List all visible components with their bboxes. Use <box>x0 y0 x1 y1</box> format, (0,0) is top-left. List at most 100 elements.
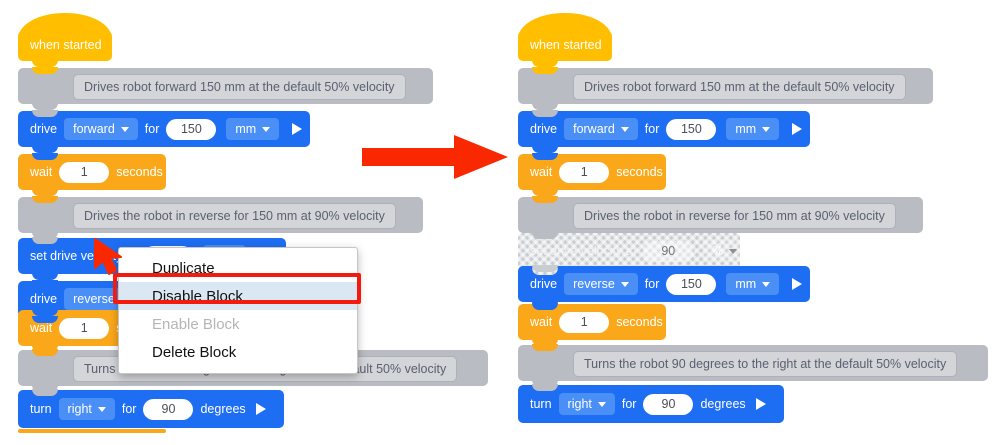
right-arrow-icon <box>362 135 508 179</box>
menu-label: Enable Block <box>152 315 240 333</box>
context-menu-item-duplicate[interactable]: Duplicate <box>119 254 357 282</box>
comment-block[interactable]: Drives robot forward 150 mm at the defau… <box>518 67 933 110</box>
hat-top-shape <box>518 13 612 39</box>
turn-verb-label: turn <box>530 397 552 411</box>
comment-text: Drives the robot in reverse for 150 mm a… <box>573 203 896 229</box>
direction-value: forward <box>573 122 615 136</box>
unit-value: mm <box>735 122 757 136</box>
context-menu-item-enable-block: Enable Block <box>119 310 357 338</box>
context-menu-item-delete-block[interactable]: Delete Block <box>119 338 357 366</box>
wait-verb-label: wait <box>530 315 553 329</box>
velocity-unit-value: % <box>712 244 724 258</box>
velocity-unit-dropdown[interactable]: % <box>703 240 747 262</box>
when-started-hat-block[interactable]: when started <box>18 13 112 67</box>
play-icon[interactable] <box>792 278 803 290</box>
drive-verb-label: drive <box>30 122 58 136</box>
unit-value: mm <box>735 277 757 291</box>
direction-value: reverse <box>573 277 615 291</box>
wait-block[interactable]: wait 1 seconds <box>518 153 666 196</box>
clipped-block-sliver <box>18 429 166 433</box>
comment-text: Turns the robot 90 degrees to the right … <box>573 351 958 377</box>
menu-label: Disable Block <box>152 287 243 305</box>
direction-dropdown[interactable]: right <box>58 398 115 420</box>
turn-verb-label: turn <box>30 402 52 416</box>
chevron-down-icon <box>620 281 629 287</box>
wait-block[interactable]: wait 1 seconds <box>518 303 666 346</box>
wait-verb-label: wait <box>30 321 53 335</box>
chevron-down-icon <box>262 126 271 132</box>
velocity-input[interactable]: 90 <box>643 240 694 262</box>
for-label: for <box>644 122 660 136</box>
for-label: for <box>121 402 137 416</box>
unit-dropdown[interactable]: mm <box>726 118 780 140</box>
wait-seconds-input[interactable]: 1 <box>559 311 610 333</box>
for-label: for <box>644 277 660 291</box>
direction-dropdown[interactable]: right <box>558 393 615 415</box>
chevron-down-icon <box>620 126 629 132</box>
when-started-label: when started <box>30 38 102 52</box>
set-velocity-label: set drive velocity to <box>530 244 637 258</box>
comment-block[interactable]: Drives robot forward 150 mm at the defau… <box>18 67 433 110</box>
comment-block[interactable]: Drives the robot in reverse for 150 mm a… <box>518 196 923 239</box>
for-label: for <box>144 122 160 136</box>
unit-dropdown[interactable]: mm <box>226 118 280 140</box>
wait-unit-label: seconds <box>616 165 663 179</box>
wait-unit-label: seconds <box>116 165 163 179</box>
comment-text: Drives robot forward 150 mm at the defau… <box>573 74 906 100</box>
direction-value: right <box>567 397 592 411</box>
wait-verb-label: wait <box>30 165 53 179</box>
for-label: for <box>621 397 637 411</box>
comment-block[interactable]: Turns the robot 90 degrees to the right … <box>518 344 988 387</box>
drive-verb-label: drive <box>530 277 558 291</box>
angle-input[interactable]: 90 <box>143 398 194 420</box>
distance-input[interactable]: 150 <box>166 118 217 140</box>
chevron-down-icon <box>120 126 129 132</box>
drive-verb-label: drive <box>530 122 558 136</box>
when-started-label: when started <box>530 38 602 52</box>
unit-value: mm <box>235 122 257 136</box>
block-context-menu[interactable]: Duplicate Disable Block Enable Block Del… <box>118 247 358 374</box>
play-icon[interactable] <box>255 403 266 415</box>
drive-forward-block[interactable]: drive forward for 150 mm <box>18 110 310 153</box>
set-drive-velocity-block-disabled[interactable]: set drive velocity to 90 % <box>518 232 747 275</box>
turn-right-block[interactable]: turn right for 90 degrees <box>518 384 784 423</box>
chevron-down-icon <box>597 401 606 407</box>
distance-input[interactable]: 150 <box>666 273 717 295</box>
menu-label: Duplicate <box>152 259 215 277</box>
direction-value: reverse <box>73 292 115 306</box>
comment-block[interactable]: Drives the robot in reverse for 150 mm a… <box>18 196 423 239</box>
mouse-pointer-icon <box>92 237 128 275</box>
chevron-down-icon <box>762 281 771 287</box>
distance-input[interactable]: 150 <box>666 118 717 140</box>
direction-dropdown[interactable]: forward <box>64 118 138 140</box>
comment-text: Drives robot forward 150 mm at the defau… <box>73 74 406 100</box>
direction-dropdown[interactable]: reverse <box>564 273 638 295</box>
wait-block[interactable]: wait 1 seconds <box>18 153 166 196</box>
chevron-down-icon <box>762 126 771 132</box>
when-started-hat-block[interactable]: when started <box>518 13 612 67</box>
wait-seconds-input[interactable]: 1 <box>59 161 110 183</box>
play-icon[interactable] <box>755 398 766 410</box>
wait-seconds-input[interactable]: 1 <box>559 161 610 183</box>
wait-unit-label: seconds <box>616 315 663 329</box>
context-menu-item-disable-block[interactable]: Disable Block <box>119 282 357 310</box>
play-icon[interactable] <box>292 123 303 135</box>
angle-unit-label: degrees <box>700 397 746 411</box>
wait-verb-label: wait <box>530 165 553 179</box>
chevron-down-icon <box>97 406 106 412</box>
direction-value: forward <box>73 122 115 136</box>
direction-dropdown[interactable]: forward <box>564 118 638 140</box>
play-icon[interactable] <box>792 123 803 135</box>
drive-verb-label: drive <box>30 292 58 306</box>
drive-reverse-block[interactable]: drive reverse for 150 mm <box>518 265 810 308</box>
chevron-down-icon <box>729 248 738 254</box>
angle-unit-label: degrees <box>200 402 246 416</box>
comment-text: Drives the robot in reverse for 150 mm a… <box>73 203 396 229</box>
turn-right-block[interactable]: turn right for 90 degrees <box>18 389 284 428</box>
angle-input[interactable]: 90 <box>643 393 694 415</box>
wait-seconds-input[interactable]: 1 <box>59 317 110 339</box>
direction-value: right <box>67 402 92 416</box>
unit-dropdown[interactable]: mm <box>726 273 780 295</box>
drive-forward-block[interactable]: drive forward for 150 mm <box>518 110 810 153</box>
